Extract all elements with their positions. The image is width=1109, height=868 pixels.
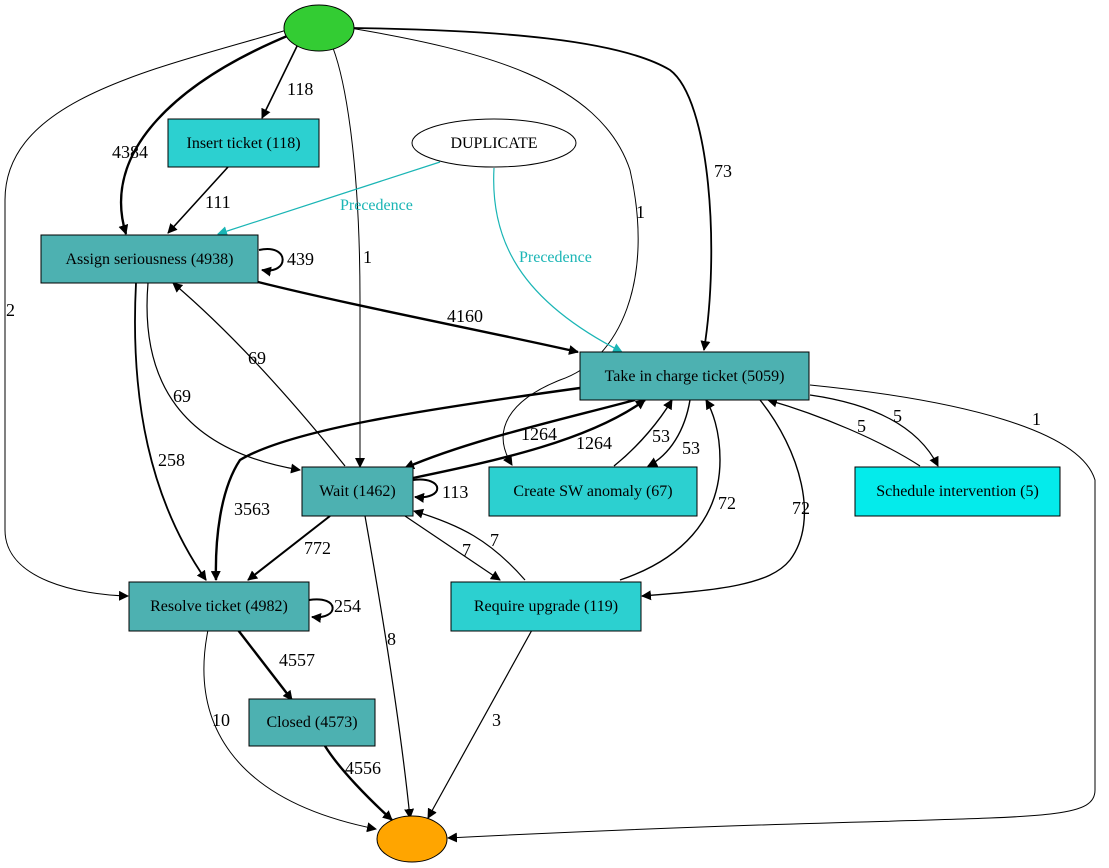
label-assign-take: 4160 xyxy=(447,306,483,326)
label-create-take: 53 xyxy=(652,426,670,446)
label-schedule-take: 5 xyxy=(857,416,866,436)
label-take-end: 1 xyxy=(1032,409,1041,429)
label-take-schedule: 5 xyxy=(893,406,902,426)
edge-labels: 118 4384 2 1 1 73 111 439 4160 69 69 258… xyxy=(6,79,1041,778)
constraint-dup-take xyxy=(493,167,623,353)
edge-schedule-take xyxy=(767,397,921,467)
edge-take-end xyxy=(447,384,1096,843)
edge-start-wait xyxy=(332,47,365,468)
edge-wait-assign xyxy=(172,282,346,467)
edge-require-end xyxy=(427,629,533,819)
edge-take-require xyxy=(641,399,806,601)
label-start-create: 1 xyxy=(636,202,645,222)
label-constraint-dup-assign: Precedence xyxy=(340,197,413,214)
edge-create-take xyxy=(613,399,673,467)
edge-require-take xyxy=(619,399,721,581)
edge-start-create xyxy=(349,27,639,466)
edge-start-assign xyxy=(118,32,293,235)
label-start-wait: 1 xyxy=(363,247,372,267)
constraint-edges xyxy=(217,161,623,353)
edge-take-schedule xyxy=(809,394,939,467)
label-require-end: 3 xyxy=(492,710,501,730)
label-constraint-dup-take: Precedence xyxy=(519,249,592,266)
label-start-assign: 4384 xyxy=(112,142,148,162)
schedule-intervention-label: Schedule intervention (5) xyxy=(876,483,1039,500)
edge-assign-self xyxy=(258,248,284,277)
label-wait-end: 8 xyxy=(387,629,396,649)
edge-wait-self xyxy=(412,478,439,503)
label-take-create: 53 xyxy=(682,438,700,458)
label-assign-wait: 69 xyxy=(173,386,191,406)
label-wait-take: 1264 xyxy=(576,433,612,453)
create-sw-anomaly-label: Create SW anomaly (67) xyxy=(513,483,672,500)
edge-insert-assign xyxy=(167,166,229,234)
require-upgrade-label: Require upgrade (119) xyxy=(474,598,618,615)
insert-ticket-node[interactable] xyxy=(167,118,320,168)
label-wait-require: 7 xyxy=(462,540,471,560)
label-resolve-self: 254 xyxy=(334,596,361,616)
label-take-require: 72 xyxy=(792,498,810,518)
edge-wait-require xyxy=(404,515,501,581)
label-insert-assign: 111 xyxy=(205,192,231,212)
duplicate-label: DUPLICATE xyxy=(450,135,537,152)
label-resolve-end: 10 xyxy=(212,710,230,730)
resolve-ticket-label: Resolve ticket (4982) xyxy=(150,598,288,615)
assign-seriousness-label: Assign seriousness (4938) xyxy=(66,251,234,268)
schedule-intervention-node[interactable] xyxy=(854,466,1061,517)
edge-assign-wait xyxy=(146,282,301,474)
label-require-take: 72 xyxy=(718,493,736,513)
label-take-resolve: 3563 xyxy=(234,499,270,519)
wait-node[interactable] xyxy=(301,466,414,517)
edge-assign-take xyxy=(257,280,579,355)
label-start-take: 73 xyxy=(714,161,732,181)
edges xyxy=(4,27,1096,843)
edge-resolve-self xyxy=(308,598,334,623)
edge-require-wait xyxy=(413,508,526,581)
label-assign-self: 439 xyxy=(287,249,314,269)
insert-ticket-label: Insert ticket (118) xyxy=(186,135,300,152)
label-start-resolve: 2 xyxy=(6,300,15,320)
take-in-charge-label: Take in charge ticket (5059) xyxy=(605,368,785,385)
wait-label: Wait (1462) xyxy=(319,483,395,500)
edge-start-take xyxy=(352,27,713,351)
closed-node[interactable] xyxy=(248,698,376,747)
constraint-labels: Precedence Precedence xyxy=(340,197,592,266)
edge-take-resolve xyxy=(210,386,581,581)
label-wait-resolve: 772 xyxy=(304,538,331,558)
edge-take-create xyxy=(647,399,691,467)
label-closed-end: 4556 xyxy=(345,758,381,778)
nodes: DUPLICATE Insert ticket (118) Assign ser… xyxy=(40,4,1061,863)
label-start-insert: 118 xyxy=(287,79,313,99)
take-in-charge-node[interactable] xyxy=(579,351,810,401)
closed-label: Closed (4573) xyxy=(266,714,357,731)
constraint-dup-assign xyxy=(217,161,441,236)
label-wait-assign: 69 xyxy=(248,348,266,368)
edge-closed-end xyxy=(323,745,393,821)
require-upgrade-node[interactable] xyxy=(450,581,642,632)
edge-resolve-end xyxy=(203,629,377,833)
label-take-wait: 1264 xyxy=(521,424,557,444)
end-node[interactable] xyxy=(376,815,448,863)
edge-resolve-closed xyxy=(237,629,293,701)
duplicate-node[interactable] xyxy=(411,118,577,168)
resolve-ticket-node[interactable] xyxy=(128,581,310,632)
label-assign-resolve: 258 xyxy=(158,450,185,470)
start-node[interactable] xyxy=(283,4,355,52)
edge-start-resolve xyxy=(4,29,288,601)
label-require-wait: 7 xyxy=(490,530,499,550)
create-sw-anomaly-node[interactable] xyxy=(488,466,698,517)
edge-wait-end xyxy=(364,515,415,819)
label-resolve-closed: 4557 xyxy=(279,650,315,670)
assign-seriousness-node[interactable] xyxy=(40,234,259,284)
edge-wait-resolve xyxy=(247,515,331,581)
edge-start-insert xyxy=(261,39,301,119)
edge-wait-take xyxy=(412,399,646,480)
edge-assign-resolve xyxy=(134,282,207,581)
edge-take-wait xyxy=(404,398,636,470)
label-wait-self: 113 xyxy=(442,482,468,502)
